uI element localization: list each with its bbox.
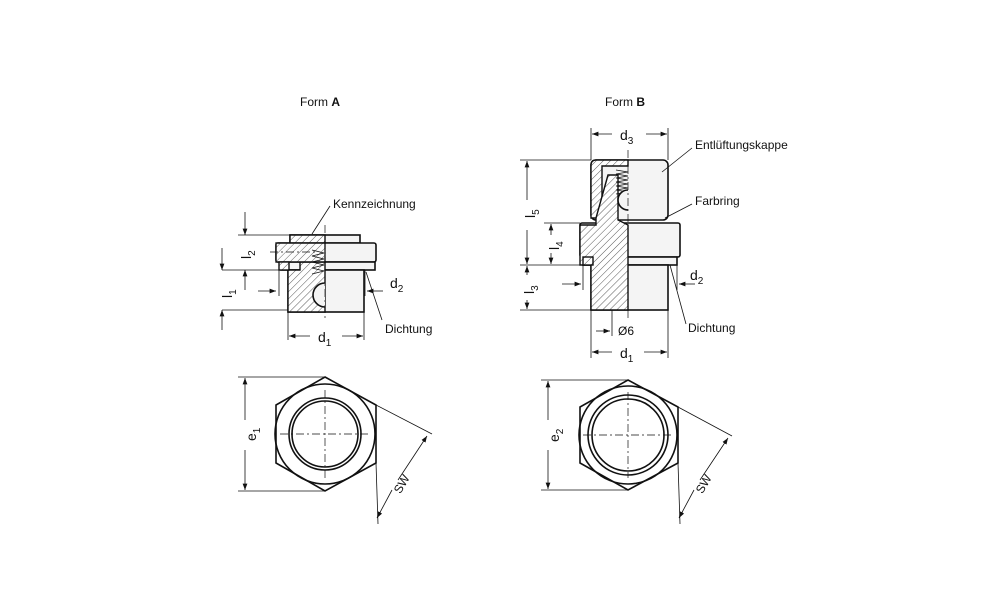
dim-sw-b: SW <box>693 472 715 496</box>
dim-l5: l5 <box>522 209 542 218</box>
dim-sw-a: SW <box>391 472 413 496</box>
dim-d1-b: d1 <box>620 345 634 365</box>
form-b-dimensions: d3 l5 l4 l3 d2 Ø6 d1 Entlüftungskappe Fa… <box>520 127 788 365</box>
label-dichtung-a: Dichtung <box>385 322 432 336</box>
label-dichtung-b: Dichtung <box>688 321 735 335</box>
label-kennzeichnung: Kennzeichnung <box>333 197 416 211</box>
dim-e1: e1 <box>243 427 263 441</box>
dim-d3: d3 <box>620 127 634 147</box>
label-entlueftungskappe: Entlüftungskappe <box>695 138 788 152</box>
form-a-dimensions: l2 l1 d2 d1 Kennzeichnung Dichtung <box>219 197 432 349</box>
dim-l4: l4 <box>546 241 566 250</box>
dim-l1: l1 <box>219 289 239 298</box>
form-a-section-view <box>270 225 377 320</box>
label-farbring: Farbring <box>695 194 740 208</box>
dim-d2-b: d2 <box>690 267 704 287</box>
form-a-top-view: e1 SW <box>238 376 433 525</box>
dim-l2: l2 <box>238 250 258 259</box>
form-b-section-view <box>579 150 681 320</box>
form-b-title: Form B <box>605 95 645 109</box>
dim-d1: d1 <box>318 329 332 349</box>
dim-bore: Ø6 <box>618 324 634 338</box>
dim-l3: l3 <box>521 285 541 294</box>
form-b-top-view: e2 SW <box>541 379 733 525</box>
dim-d2: d2 <box>390 275 404 295</box>
dim-e2: e2 <box>546 428 566 442</box>
form-a-title: Form A <box>300 95 340 109</box>
